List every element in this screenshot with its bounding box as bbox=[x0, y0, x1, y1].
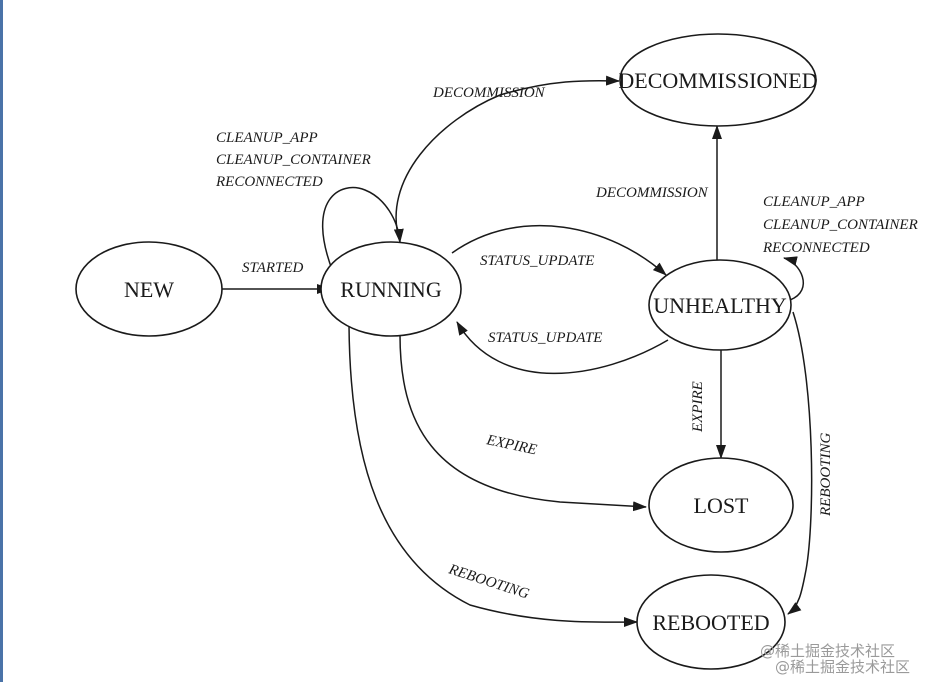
label-status-update-to-running: STATUS_UPDATE bbox=[488, 330, 602, 346]
label-rebooting-running: REBOOTING bbox=[446, 561, 531, 602]
edge-rebooting-running bbox=[348, 324, 638, 628]
label-status-update-to-unhealthy: STATUS_UPDATE bbox=[480, 253, 594, 269]
label-rebooting-unhealthy: REBOOTING bbox=[818, 433, 834, 517]
edge-running-self-loop bbox=[322, 186, 404, 273]
label-unhealthy-loop-line-2: CLEANUP_CONTAINER bbox=[763, 217, 918, 233]
edge-status-update-to-unhealthy bbox=[451, 224, 667, 276]
label-running-self-loop: CLEANUP_APP CLEANUP_CONTAINER RECONNECTE… bbox=[215, 130, 371, 190]
state-running: RUNNING bbox=[320, 241, 462, 337]
state-running-label: RUNNING bbox=[340, 277, 442, 302]
label-decommission-unhealthy: DECOMMISSION bbox=[595, 185, 709, 201]
watermark: @稀土掘金技术社区 @稀土掘金技术社区 bbox=[760, 642, 910, 676]
window-edge bbox=[0, 0, 3, 682]
label-running-loop-line-1: CLEANUP_APP bbox=[216, 130, 318, 146]
label-unhealthy-loop-line-3: RECONNECTED bbox=[762, 240, 870, 256]
label-unhealthy-self-loop: CLEANUP_APP CLEANUP_CONTAINER RECONNECTE… bbox=[762, 194, 918, 256]
state-lost-label: LOST bbox=[694, 493, 750, 518]
watermark-line-1: @稀土掘金技术社区 bbox=[760, 642, 895, 660]
state-decommissioned-label: DECOMMISSIONED bbox=[618, 68, 817, 93]
state-rebooted: REBOOTED bbox=[636, 574, 786, 670]
state-decommissioned: DECOMMISSIONED bbox=[618, 33, 818, 127]
label-unhealthy-loop-line-1: CLEANUP_APP bbox=[763, 194, 865, 210]
state-new: NEW bbox=[75, 241, 223, 337]
edge-status-update-to-running bbox=[456, 321, 669, 375]
edge-rebooting-unhealthy bbox=[787, 311, 813, 615]
state-unhealthy-label: UNHEALTHY bbox=[653, 293, 787, 318]
state-new-label: NEW bbox=[124, 277, 174, 302]
label-started: STARTED bbox=[242, 260, 304, 276]
edge-decommission-running bbox=[395, 75, 620, 243]
state-rebooted-label: REBOOTED bbox=[652, 610, 769, 635]
label-expire-running: EXPIRE bbox=[484, 432, 538, 458]
label-running-loop-line-3: RECONNECTED bbox=[215, 174, 323, 190]
state-unhealthy: UNHEALTHY bbox=[648, 259, 792, 351]
watermark-line-2: @稀土掘金技术社区 bbox=[775, 658, 910, 676]
state-lost: LOST bbox=[648, 457, 794, 553]
edge-unhealthy-self-loop bbox=[783, 256, 804, 301]
label-decommission-running: DECOMMISSION bbox=[432, 85, 546, 101]
edge-expire-running bbox=[399, 334, 647, 512]
label-expire-unhealthy: EXPIRE bbox=[690, 381, 706, 433]
label-running-loop-line-2: CLEANUP_CONTAINER bbox=[216, 152, 371, 168]
